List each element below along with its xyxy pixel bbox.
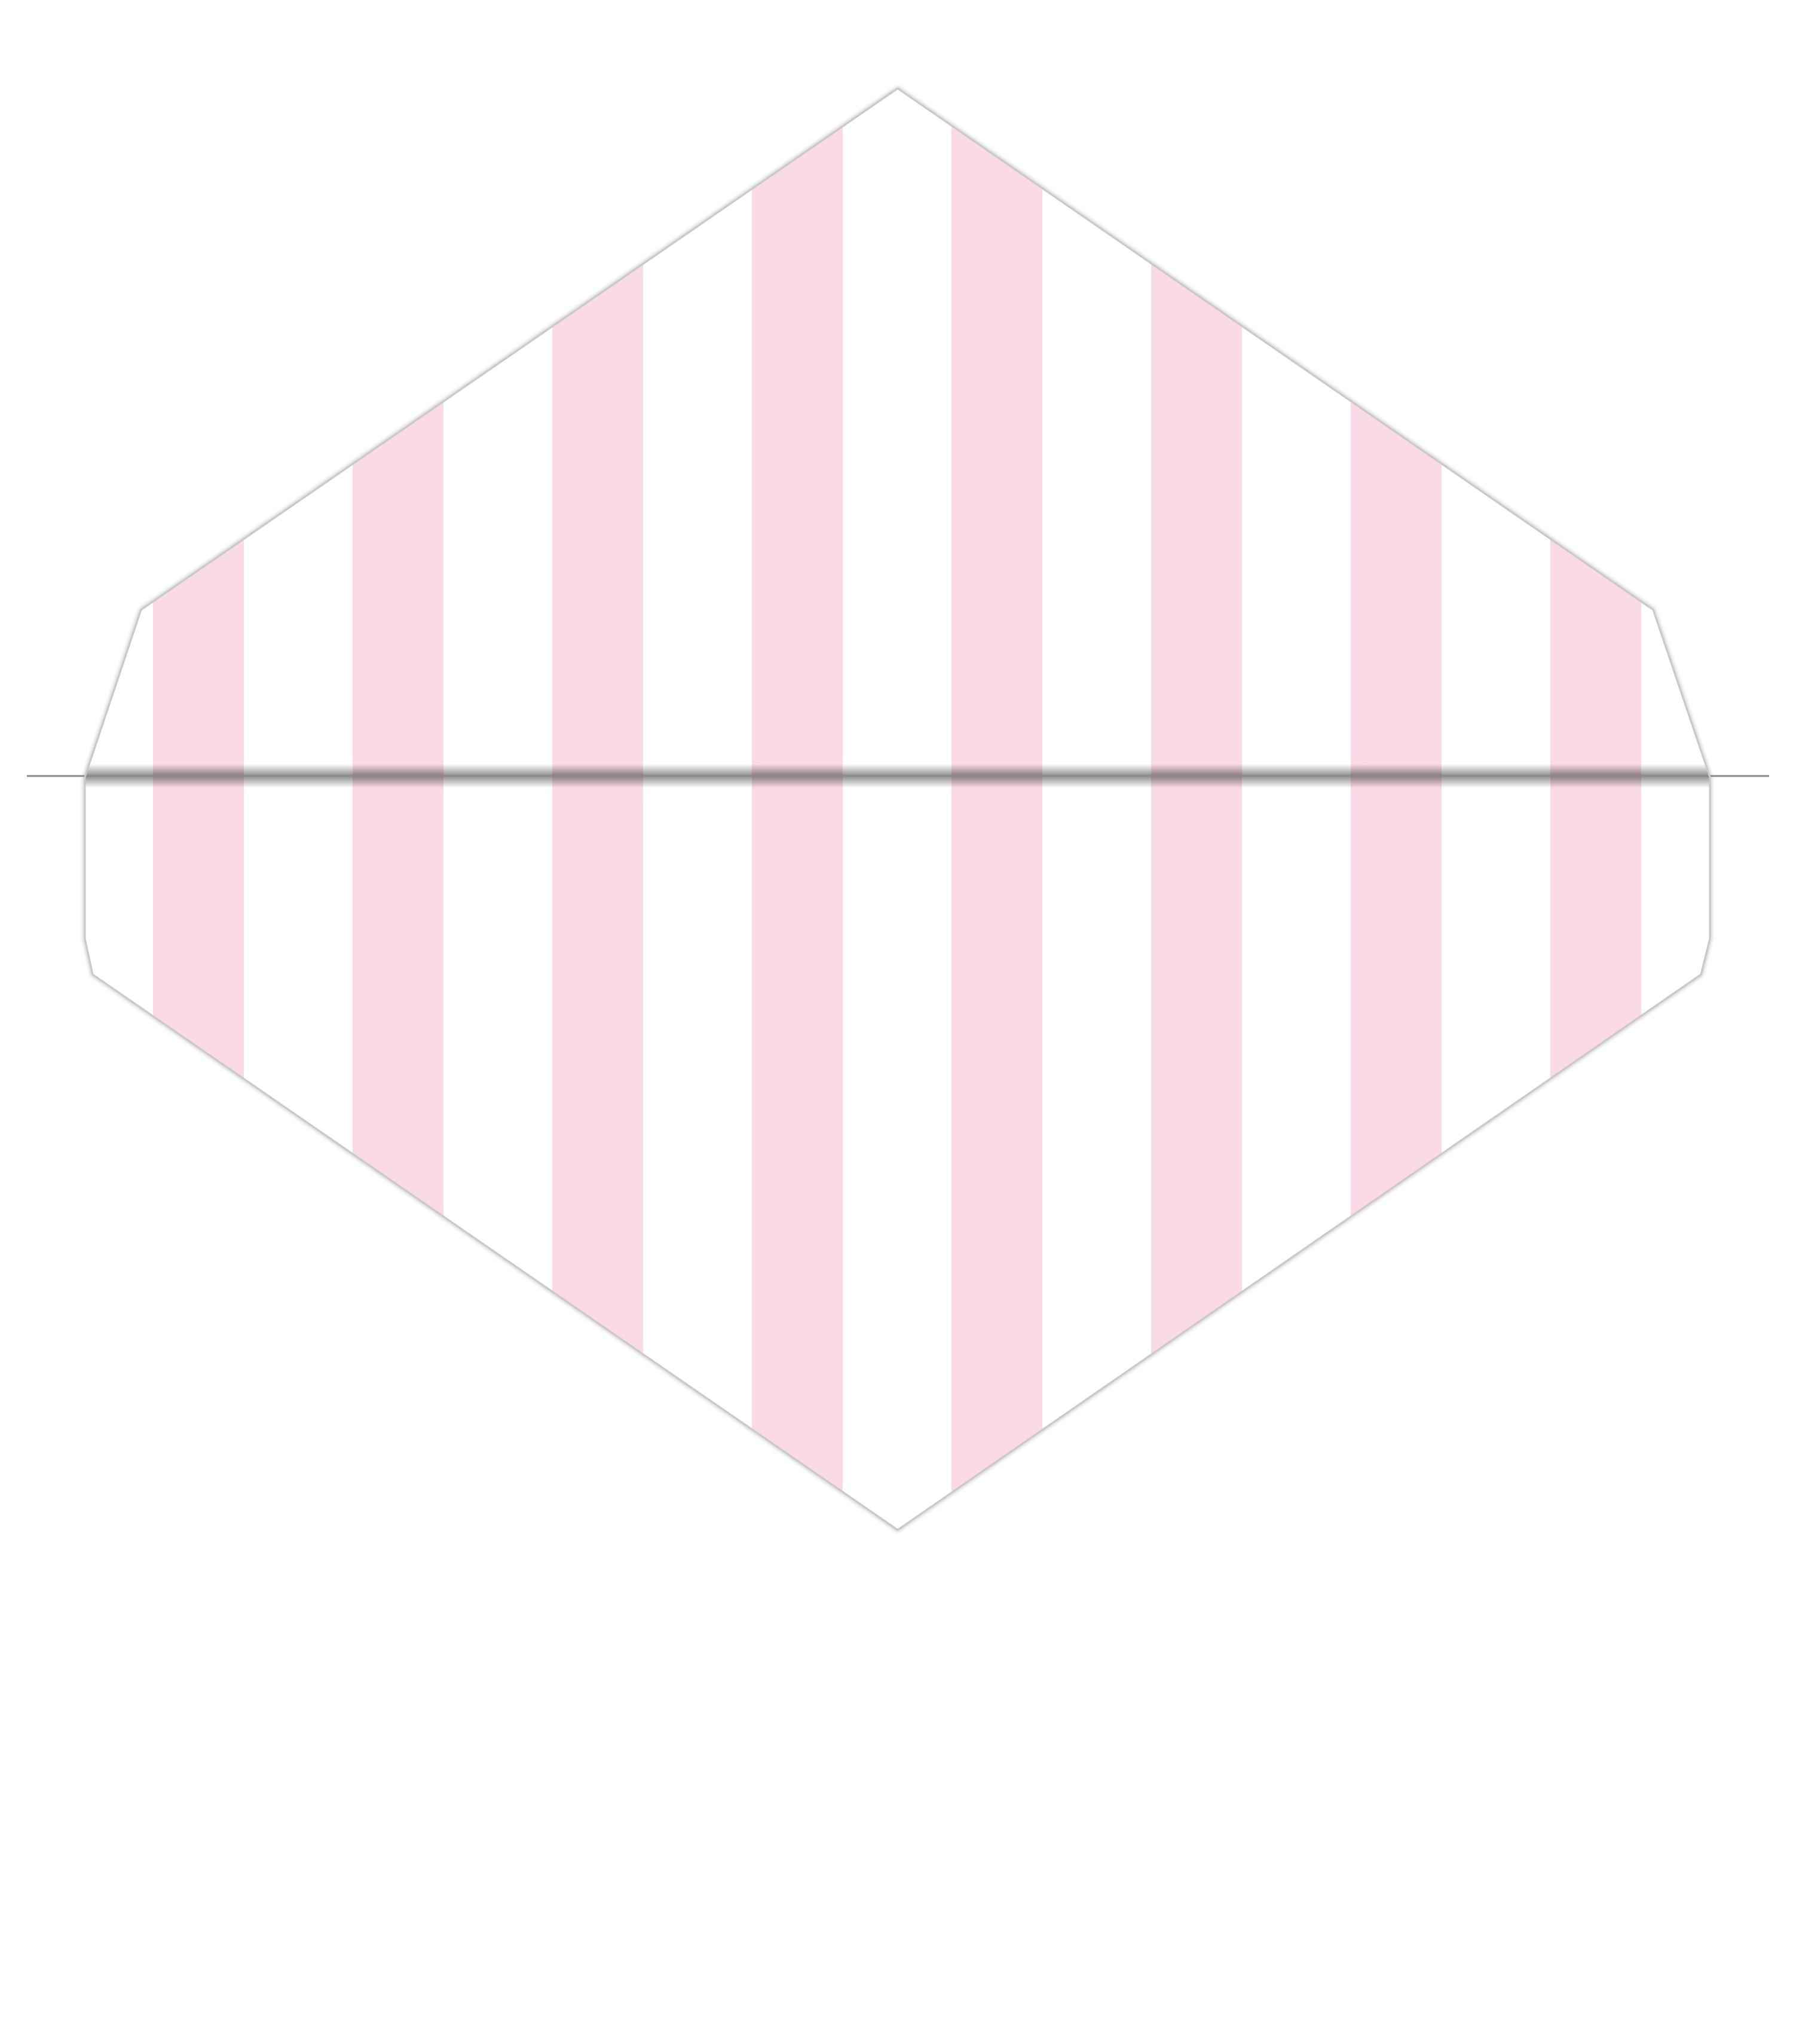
stripe [752,88,843,1530]
liner-outline [84,87,1711,1531]
stripe [951,88,1042,1530]
stripe [1151,88,1242,1530]
stripe [1750,0,1796,2044]
fold-line [27,764,1769,788]
stripe [552,88,643,1530]
liner-base [85,88,1710,1530]
stripe [1351,88,1442,1530]
stripe [153,88,244,1530]
stripe [353,88,443,1530]
stripe [1550,88,1641,1530]
